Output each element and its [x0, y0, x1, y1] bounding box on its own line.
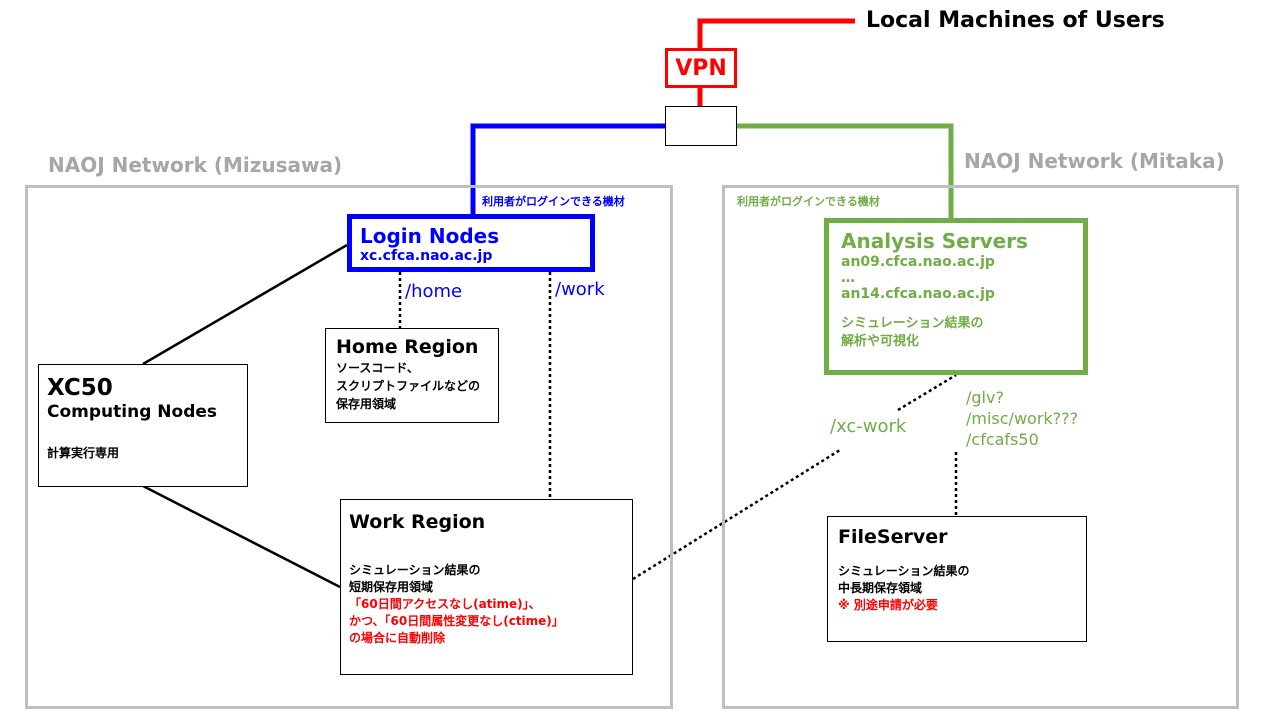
work-path-label: /work: [555, 279, 605, 300]
file-server-box: FileServer シミュレーション結果の 中長期保存領域 ※ 別途申請が必要: [827, 516, 1087, 642]
login-nodes-host: xc.cfca.nao.ac.jp: [360, 248, 493, 264]
router-box: [665, 106, 737, 146]
green-link: [737, 123, 954, 220]
analysis-servers-title: Analysis Servers: [841, 229, 1028, 253]
file-server-desc-2: 中長期保存領域: [838, 581, 923, 595]
analysis-desc-2: 解析や可視化: [841, 334, 920, 349]
file-server-desc-1: シミュレーション結果の: [838, 564, 970, 578]
mizusawa-network-title: NAOJ Network (Mizusawa): [48, 153, 343, 177]
red-link-top: [697, 18, 855, 48]
xc-work-path-label: /xc-work: [830, 416, 907, 437]
misc-work-path-label: /misc/work???: [966, 409, 1079, 428]
local-machines-label: Local Machines of Users: [866, 8, 1165, 33]
file-server-title: FileServer: [838, 526, 948, 548]
work-region-warning-3: の場合に自動削除: [349, 631, 446, 645]
home-region-desc-2: スクリプトファイルなどの: [336, 379, 481, 393]
home-region-title: Home Region: [336, 336, 479, 358]
home-path-label: /home: [405, 281, 463, 302]
work-region-box: Work Region シミュレーション結果の 短期保存用領域 「60日間アクセ…: [340, 499, 633, 675]
work-region-title: Work Region: [349, 511, 486, 533]
analysis-host-1: an09.cfca.nao.ac.jp: [841, 254, 995, 270]
xc-work-dotted-link-a: [632, 448, 841, 581]
home-region-desc-3: 保存用領域: [336, 397, 397, 411]
glv-path-label: /glv?: [966, 388, 1004, 407]
xc50-note: 計算実行専用: [47, 446, 120, 460]
work-region-warning-1: 「60日間アクセスなし(atime)」、: [349, 597, 541, 611]
file-server-desc: シミュレーション結果の 中長期保存領域 ※ 別途申請が必要: [838, 563, 1086, 614]
mizusawa-network-frame: [25, 185, 673, 709]
analysis-host-2: an14.cfca.nao.ac.jp: [841, 286, 995, 302]
mitaka-network-title: NAOJ Network (Mitaka): [964, 149, 1225, 173]
login-nodes-title: Login Nodes: [360, 224, 500, 248]
vpn-box: VPN: [665, 48, 737, 88]
analysis-servers-box: Analysis Servers an09.cfca.nao.ac.jp … a…: [824, 218, 1088, 375]
login-to-xc50-line: [142, 243, 348, 366]
login-nodes-box: Login Nodes xc.cfca.nao.ac.jp: [347, 214, 595, 272]
work-region-desc: シミュレーション結果の 短期保存用領域 「60日間アクセスなし(atime)」、…: [349, 562, 632, 647]
xc-work-dotted-link-b: [897, 373, 957, 412]
xc50-title: XC50: [47, 375, 113, 401]
mizusawa-login-note: 利用者がログインできる機材: [482, 195, 625, 208]
home-region-desc-1: ソースコード、: [336, 361, 419, 375]
xc50-subtitle: Computing Nodes: [47, 402, 218, 422]
mitaka-login-note: 利用者がログインできる機材: [737, 195, 880, 208]
xc50-box: XC50 Computing Nodes 計算実行専用: [38, 364, 248, 487]
mitaka-network-frame: [722, 185, 1239, 709]
analysis-desc-1: シミュレーション結果の: [841, 316, 984, 331]
analysis-host-ellipsis: …: [841, 270, 855, 286]
fileserver-paths: /glv? /misc/work??? /cfcafs50: [966, 387, 1078, 450]
work-region-desc-1: シミュレーション結果の: [349, 563, 481, 577]
home-region-box: Home Region ソースコード、 スクリプトファイルなどの 保存用領域: [325, 328, 499, 423]
work-region-desc-2: 短期保存用領域: [349, 580, 434, 594]
cfcafs50-path-label: /cfcafs50: [966, 430, 1039, 449]
work-region-warning-2: かつ、「60日間属性変更なし(ctime)」: [349, 614, 564, 628]
vpn-label: VPN: [675, 55, 727, 81]
file-server-warning: ※ 別途申請が必要: [838, 598, 938, 612]
xc50-to-work-line: [142, 484, 341, 589]
